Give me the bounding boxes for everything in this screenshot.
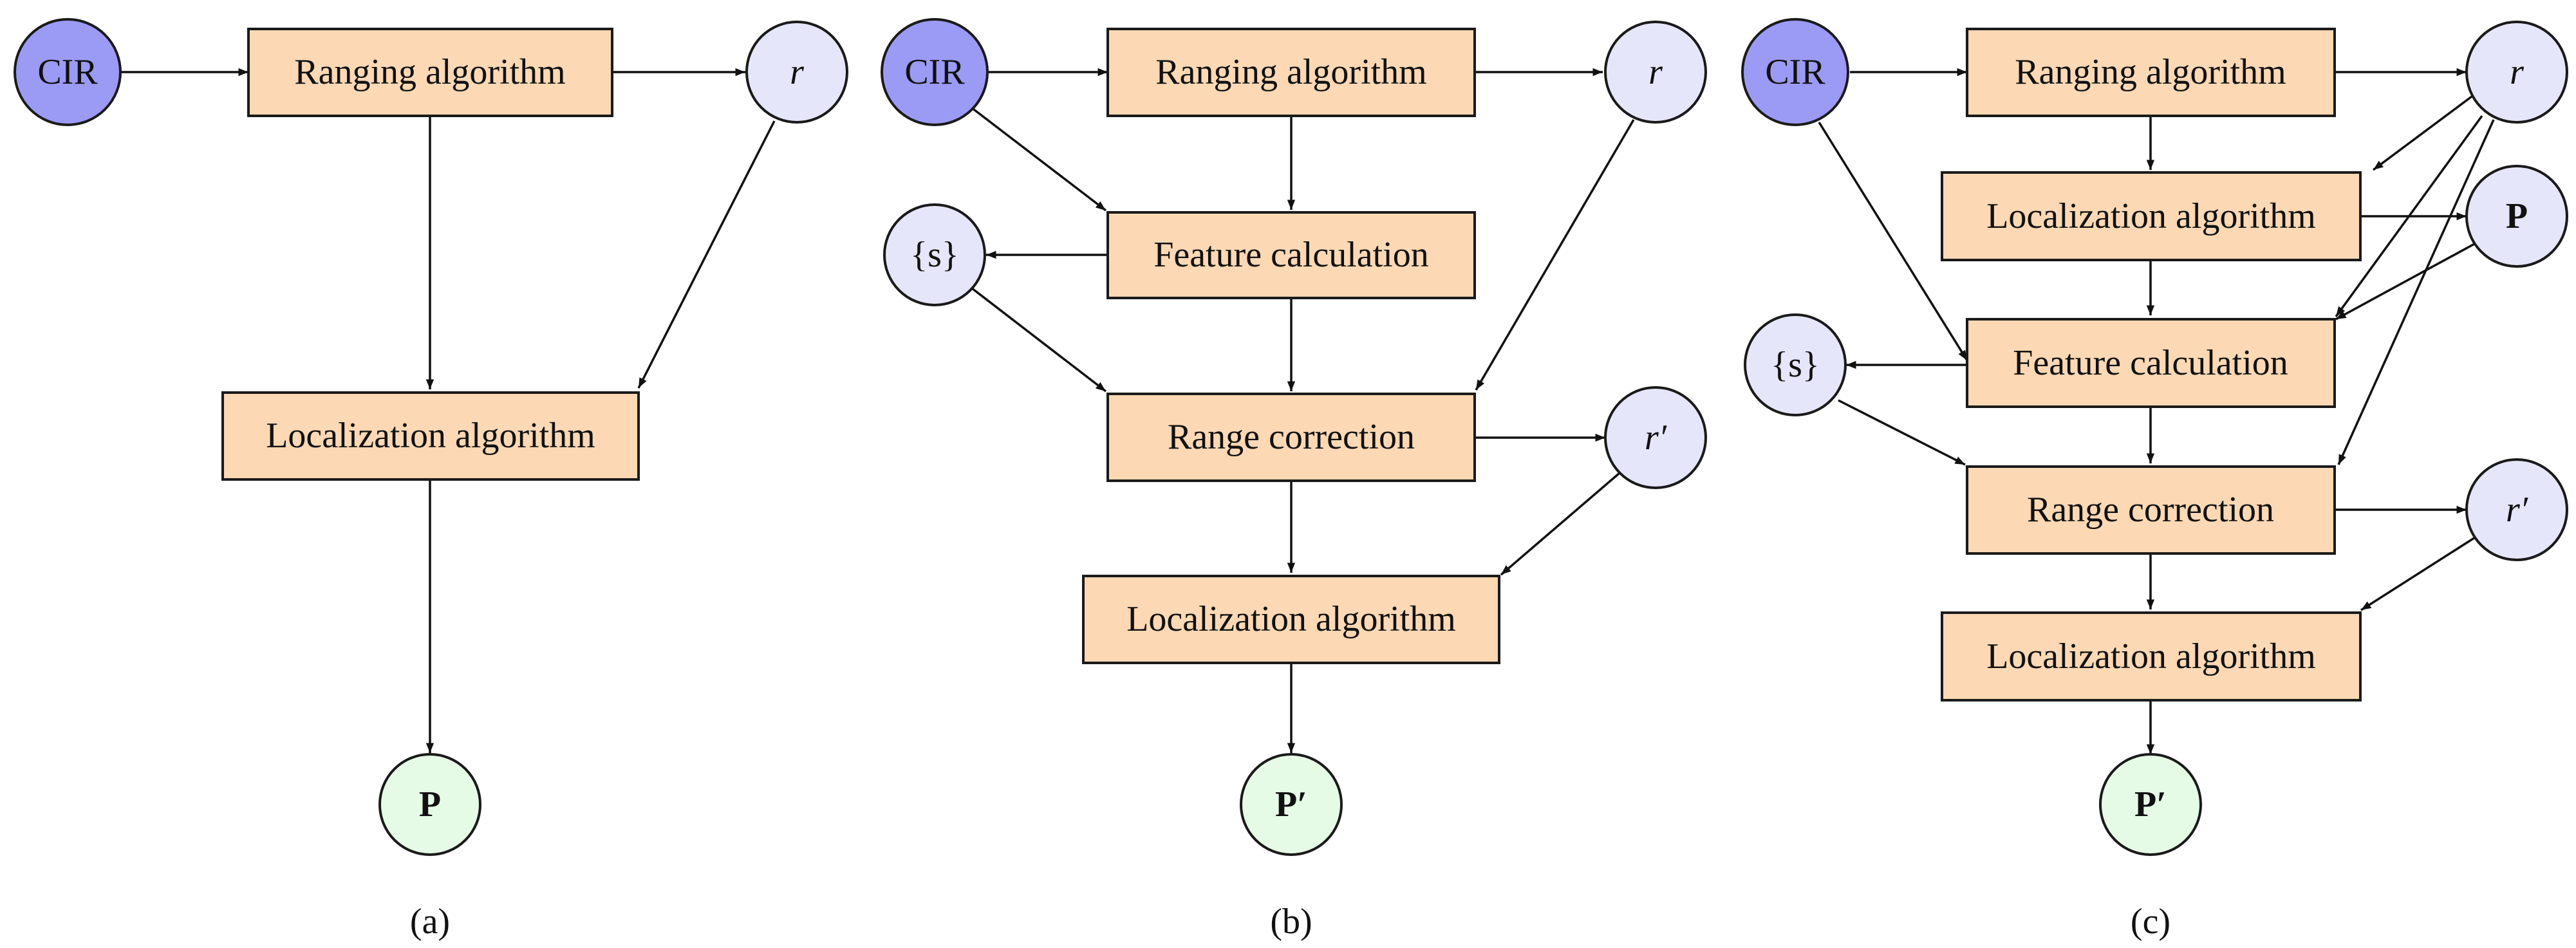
r-prime-node [2465, 458, 2568, 561]
feature-calculation-label: Feature calculation [1153, 235, 1429, 275]
ranging-algorithm-box [1106, 28, 1476, 117]
cir-label: CIR [1765, 52, 1825, 92]
edge-c-r-feature [2335, 115, 2483, 318]
panel-c: CIR Ranging algorithm r Localization alg… [1741, 18, 2568, 942]
edge-c-rprime-localization2 [2360, 534, 2479, 611]
edge-b-r-correction [1475, 119, 1635, 391]
output-p-label: P [419, 785, 441, 824]
ranging-algorithm-label: Ranging algorithm [1155, 52, 1427, 92]
panel-b: CIR Ranging algorithm r Feature calculat… [881, 18, 1707, 942]
cir-node [1741, 18, 1849, 126]
r-prime-label: r′ [2506, 490, 2528, 530]
r-node [1604, 21, 1707, 124]
s-node [883, 203, 986, 306]
localization-algorithm-label: Localization algorithm [266, 416, 595, 456]
edge-b-cir-feature [967, 104, 1107, 212]
panel-caption: (c) [2131, 902, 2170, 942]
edge-b-rprime-localization [1500, 472, 1621, 576]
cir-node [14, 18, 122, 126]
s-label: {s} [910, 235, 959, 275]
edge-c-r-localization1 [2372, 95, 2473, 171]
ranging-algorithm-box [1966, 28, 2336, 117]
r-node [745, 21, 848, 124]
localization-algorithm-box [1082, 575, 1500, 664]
r-label: r [790, 52, 804, 92]
r-label: r [1648, 52, 1663, 92]
r-prime-node [1604, 386, 1707, 489]
panel-caption: (b) [1270, 902, 1312, 942]
edge-c-cir-feature [1818, 122, 1968, 361]
edge-c-p-feature [2335, 242, 2476, 321]
ranging-algorithm-label: Ranging algorithm [294, 52, 566, 92]
feature-calculation-box [1106, 211, 1476, 299]
localization-algorithm-label: Localization algorithm [1126, 599, 1456, 639]
panel-caption: (a) [410, 902, 450, 942]
edge-c-s-correction [1838, 399, 1966, 466]
output-p-prime-node [2099, 753, 2202, 856]
p-node [2465, 165, 2568, 268]
r-prime-label: r′ [1645, 418, 1667, 458]
cir-label: CIR [37, 52, 98, 92]
s-node [1744, 313, 1847, 416]
feature-calculation-box [1966, 318, 2336, 408]
localization-algorithm-label: Localization algorithm [1986, 637, 2316, 676]
panel-a: CIR Ranging algorithm r Localization alg… [14, 18, 848, 942]
edge-c-r-correction [2337, 119, 2495, 465]
output-p-prime-label: P′ [2134, 785, 2167, 824]
localization-algorithm-box [1941, 171, 2362, 261]
ranging-algorithm-label: Ranging algorithm [2015, 52, 2286, 92]
range-correction-box [1106, 393, 1476, 482]
output-p-node [378, 753, 481, 856]
cir-label: CIR [904, 52, 965, 92]
output-p-prime-node [1240, 753, 1343, 856]
range-correction-box [1966, 465, 2336, 555]
feature-calculation-label: Feature calculation [2013, 343, 2288, 383]
localization-algorithm-box [1941, 611, 2362, 702]
cir-node [881, 18, 989, 126]
edge-a-r-localization [637, 120, 776, 389]
p-label: P [2506, 196, 2528, 236]
r-node [2465, 21, 2568, 124]
range-correction-label: Range correction [1168, 417, 1415, 457]
r-label: r [2510, 52, 2524, 92]
edge-b-s-correction [971, 287, 1107, 393]
output-p-prime-label: P′ [1275, 785, 1307, 824]
range-correction-label: Range correction [2027, 490, 2274, 530]
s-label: {s} [1771, 345, 1820, 385]
localization-algorithm-box [221, 391, 640, 481]
localization-algorithm-label: Localization algorithm [1986, 196, 2316, 236]
ranging-algorithm-box [247, 28, 613, 117]
